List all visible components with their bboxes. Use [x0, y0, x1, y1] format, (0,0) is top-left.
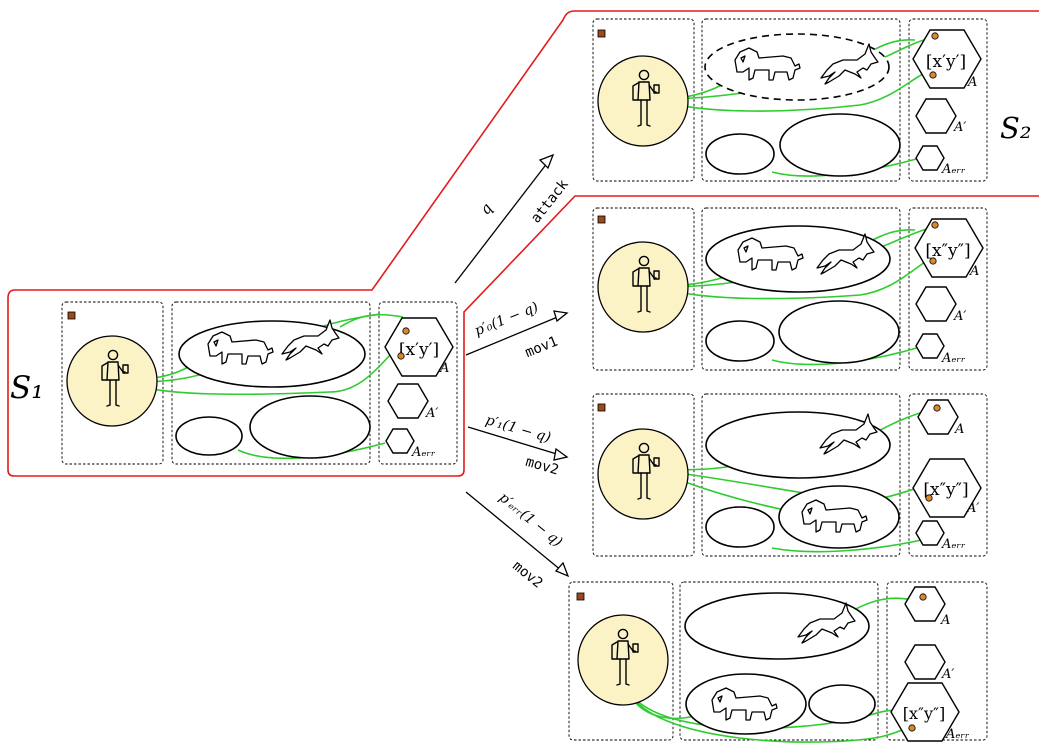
location-dot: [929, 257, 937, 265]
transition-probability: p′ₑᵣᵣ(1 − q): [496, 490, 566, 551]
area-a-err-label: Aₑᵣᵣ: [945, 727, 970, 742]
area-a-label: A: [969, 264, 979, 279]
location-label: [x″y″]: [925, 241, 970, 261]
agent-sphere: [577, 614, 669, 706]
location-dot: [931, 32, 939, 40]
location-label: [x″y″]: [923, 480, 968, 500]
location-label: [x′y′]: [926, 52, 966, 72]
area-a-label: A: [940, 613, 950, 628]
state-outcome-mov1: [x″y″] A A′ Aₑᵣᵣ: [592, 207, 988, 371]
boundary-s2: [7, 10, 1039, 299]
small-region-oval: [175, 416, 243, 456]
area-a-err-hexagon: [915, 520, 945, 546]
transition-probability: p′₀(1 − q): [472, 299, 540, 339]
large-region-oval: [778, 300, 900, 364]
state-s1: [x′y′] A A′ Aₑᵣᵣ: [61, 301, 458, 465]
transition-action: mov2: [509, 558, 545, 592]
area-a-err-label: Aₑᵣᵣ: [941, 351, 966, 366]
region-oval: [684, 592, 870, 660]
location-dot: [402, 327, 410, 335]
agent-sphere: [597, 428, 689, 520]
boundary-s1: [7, 195, 1039, 477]
area-a-err-hexagon: [915, 333, 945, 359]
large-region-oval: [779, 113, 901, 177]
transition-mov2-a-prime: p′₁(1 − q) mov2: [467, 412, 569, 478]
area-a-err-label: Aₑᵣᵣ: [941, 537, 966, 552]
marker-square: [597, 29, 606, 38]
area-a-err-label: Aₑᵣᵣ: [411, 445, 436, 460]
location-label: [x′y′]: [399, 340, 439, 360]
state-outcome-mov2-a-prime: A [x″y″] A′ Aₑᵣᵣ: [592, 393, 988, 557]
small-region-oval: [705, 320, 775, 362]
transition-action: attack: [528, 176, 572, 226]
small-region-oval: [705, 133, 775, 175]
location-label: [x″y″]: [903, 704, 946, 723]
marker-square: [597, 215, 606, 224]
area-a-label: A: [439, 361, 449, 376]
region-oval: [705, 411, 891, 479]
agent-sphere: [597, 55, 689, 147]
small-region-oval: [705, 506, 775, 548]
location-dot: [929, 71, 937, 79]
location-dot: [908, 724, 916, 732]
area-a-err-hexagon: [385, 428, 415, 454]
area-a-prime-label: A′: [953, 120, 966, 135]
location-dot: [931, 221, 939, 229]
marker-square: [576, 592, 585, 601]
transition-probability: q: [476, 200, 496, 219]
large-region-oval: [249, 395, 371, 459]
transition-mov2-a-err: p′ₑᵣᵣ(1 − q) mov2: [465, 490, 570, 592]
area-a-err-label: Aₑᵣᵣ: [941, 162, 966, 177]
state-s2: [x′y′] A A′ Aₑᵣᵣ: [592, 18, 988, 182]
location-dot: [397, 352, 405, 360]
transition-action: mov1: [523, 334, 560, 361]
agent-sphere: [597, 241, 689, 333]
marker-square: [67, 311, 76, 320]
area-a-prime-label: A′: [966, 501, 979, 516]
area-a-prime-label: A′: [425, 406, 438, 421]
location-dot: [925, 494, 933, 502]
transition-probability: p′₁(1 − q): [484, 412, 553, 446]
area-a-err-hexagon: [915, 145, 945, 171]
marker-square: [597, 403, 606, 412]
area-a-prime-label: A′: [953, 309, 966, 324]
small-region-oval: [808, 684, 876, 724]
state-label-s2: S₂: [1000, 111, 1032, 145]
location-dot: [919, 593, 927, 601]
area-a-label: A: [967, 75, 977, 90]
transition-attack: q attack: [454, 153, 572, 284]
agent-sphere: [66, 335, 158, 427]
state-label-s1: S₁: [10, 370, 44, 406]
transition-mov1: p′₀(1 − q) mov1: [465, 299, 569, 361]
area-a-label: A: [954, 422, 964, 437]
state-outcome-mov2-a-err: A A′ [x″y″] Aₑᵣᵣ: [568, 581, 988, 743]
location-dot: [933, 404, 941, 412]
region-oval: [178, 320, 366, 388]
area-a-prime-label: A′: [941, 667, 954, 682]
